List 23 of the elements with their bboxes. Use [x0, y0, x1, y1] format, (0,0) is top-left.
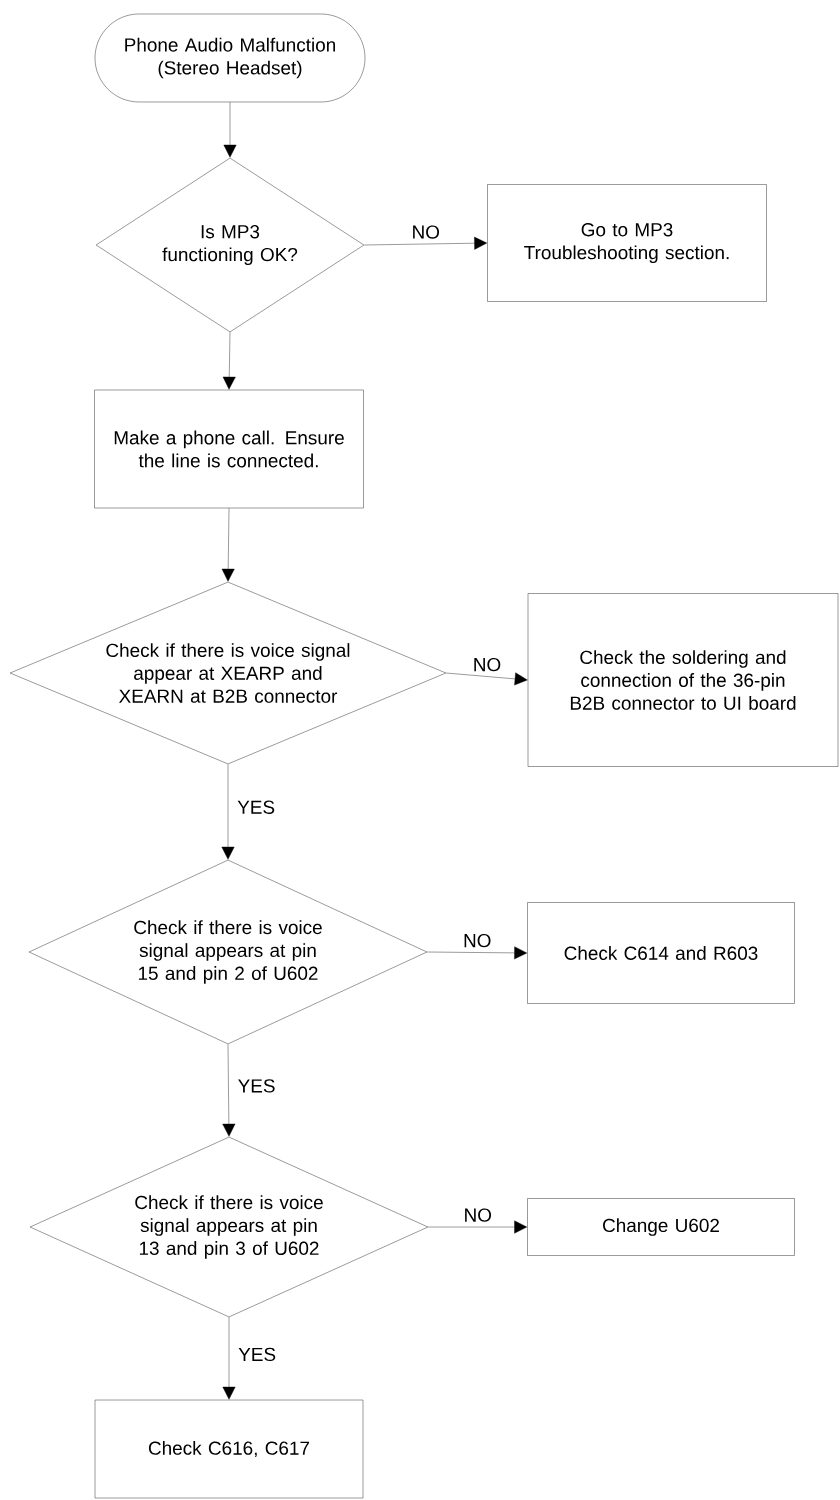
- arrow: [223, 102, 237, 158]
- process-box: Check C614 and R603: [527, 902, 795, 1004]
- arrow: [222, 1044, 236, 1137]
- edge-label: NO: [410, 224, 441, 240]
- edge-label: YES: [236, 1078, 277, 1094]
- arrow: [427, 946, 528, 960]
- arrow: [222, 332, 236, 390]
- process-box: Change U602: [527, 1198, 795, 1256]
- process-box: Check C616, C617: [94, 1399, 364, 1499]
- arrow: [428, 1220, 528, 1234]
- edge-label: YES: [236, 799, 277, 815]
- edge-label: NO: [462, 932, 493, 949]
- process-box: Make a phone call. Ensure the line is connected.: [94, 389, 364, 509]
- process-box: Go to MP3 Troubleshooting section.: [487, 184, 767, 302]
- arrow: [364, 236, 488, 250]
- edge-label: NO: [462, 1207, 493, 1223]
- edge-label: YES: [237, 1346, 278, 1363]
- arrow: [221, 764, 235, 860]
- edge-label: NO: [471, 656, 503, 673]
- arrow: [446, 672, 528, 686]
- arrow: [221, 508, 235, 582]
- arrow: [222, 1317, 236, 1400]
- process-box: Check the soldering and connection of the 36-pin B2B connector to UI board: [527, 593, 839, 767]
